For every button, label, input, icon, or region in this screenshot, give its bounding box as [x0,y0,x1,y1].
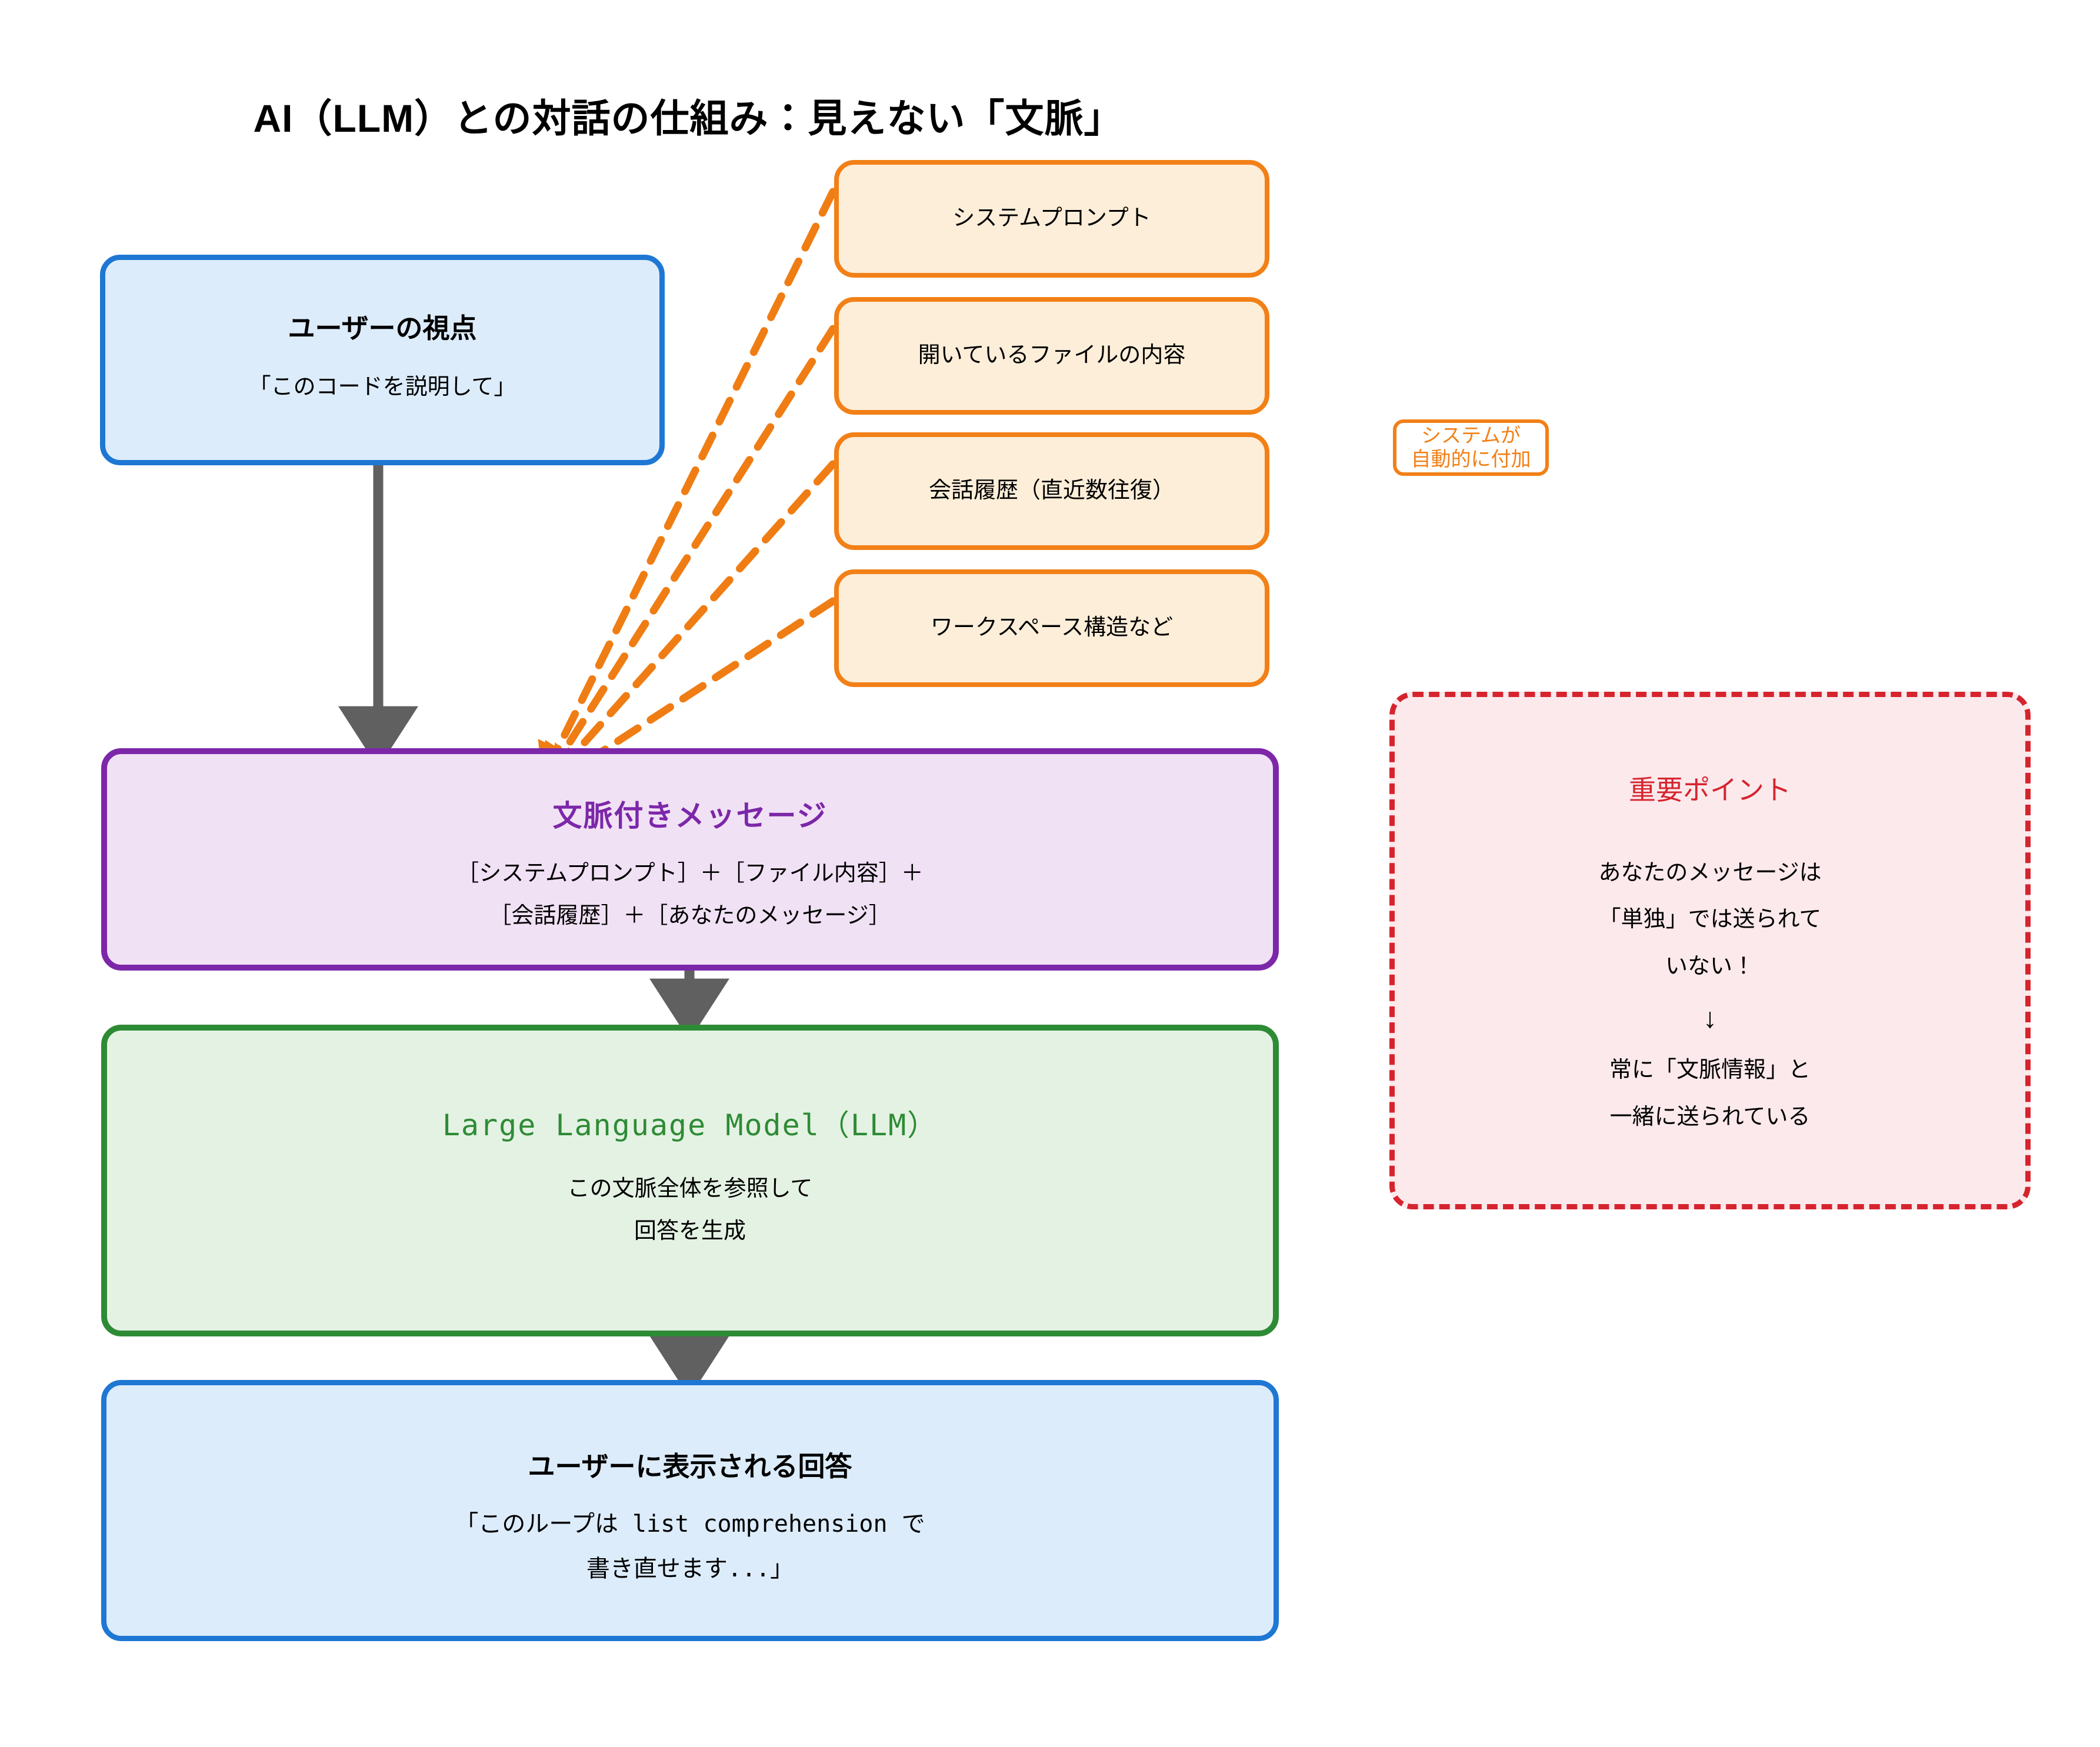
user-view-heading: ユーザーの視点 [288,313,477,344]
context-item-label: システムプロンプト [952,206,1151,231]
key-point-line-2: 「単独」では送られて [1598,907,1822,932]
node-context-item-open-file[interactable]: 開いているファイルの内容 [834,297,1269,415]
key-point-line-4: 常に「文脈情報」と [1609,1057,1811,1082]
context-message-heading: 文脈付きメッセージ [552,799,828,832]
node-context-item-history[interactable]: 会話履歴（直近数往復） [834,432,1269,550]
key-point-heading: 重要ポイント [1629,775,1791,805]
badge-line-2: 自動的に付加 [1411,448,1531,471]
context-message-line-1: ［システムプロンプト］＋［ファイル内容］＋ [456,861,924,886]
context-item-label: 開いているファイルの内容 [918,343,1186,368]
badge-line-1: システムが [1421,424,1521,447]
llm-line-1: この文脈全体を参照して [567,1176,813,1201]
node-answer[interactable]: ユーザーに表示される回答 「このループは list comprehension … [101,1380,1279,1641]
answer-line-1: 「このループは list comprehension で [455,1510,925,1538]
node-context-item-system-prompt[interactable]: システムプロンプト [834,160,1269,278]
node-context-message[interactable]: 文脈付きメッセージ ［システムプロンプト］＋［ファイル内容］＋ ［会話履歴］＋［… [101,748,1279,971]
node-llm[interactable]: Large Language Model（LLM） この文脈全体を参照して 回答… [101,1025,1279,1336]
llm-line-2: 回答を生成 [634,1218,746,1243]
node-user-view[interactable]: ユーザーの視点 「このコードを説明して」 [100,255,665,465]
key-point-line-5: 一緒に送られている [1609,1104,1811,1129]
context-item-label: 会話履歴（直近数往復） [928,478,1175,504]
badge-auto-attached: システムが 自動的に付加 [1393,419,1549,476]
key-point-line-1: あなたのメッセージは [1598,860,1822,885]
llm-heading: Large Language Model（LLM） [442,1108,938,1142]
key-point-line-3: いない！ [1665,954,1755,979]
down-arrow-icon: ↓ [1703,1002,1717,1034]
arrow-context-item-3 [548,460,837,784]
node-context-item-workspace[interactable]: ワークスペース構造など [834,569,1269,687]
answer-heading: ユーザーに表示される回答 [528,1451,852,1482]
answer-line-2: 書き直せます...」 [586,1555,794,1582]
page-title: AI（LLM）との対話の仕組み：見えない「文脈」 [253,96,1124,140]
context-item-label: ワークスペース構造など [930,615,1174,641]
user-view-quote: 「このコードを説明して」 [248,374,516,399]
context-message-line-2: ［会話履歴］＋［あなたのメッセージ］ [489,903,891,928]
node-key-point[interactable]: 重要ポイント あなたのメッセージは 「単独」では送られて いない！ ↓ 常に「文… [1389,692,2031,1209]
